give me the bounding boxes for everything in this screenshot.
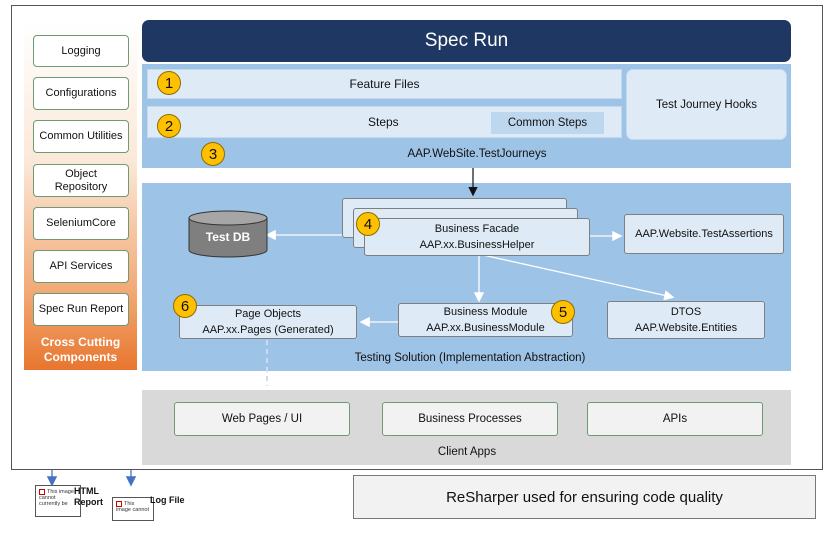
arrow-facade-to-dtos	[482, 254, 675, 301]
sidebar-item-logging: Logging	[33, 35, 129, 67]
test-db-label: Test DB	[205, 230, 251, 244]
web-pages-box: Web Pages / UI	[174, 402, 350, 436]
test-db-cylinder	[188, 210, 268, 258]
business-module-label: Business Module	[443, 306, 528, 318]
apis-box: APIs	[587, 402, 763, 436]
business-facade-box: Business Facade AAP.xx.BusinessHelper	[364, 218, 590, 256]
sidebar-item-api-services: API Services	[33, 250, 129, 283]
common-steps-box: Common Steps	[491, 112, 604, 134]
sidebar-item-common-utilities: Common Utilities	[33, 120, 129, 153]
dtos-box: DTOS AAP.Website.Entities	[607, 301, 765, 339]
page-objects-label: Page Objects	[234, 308, 302, 320]
missing-image-text-1: This image cannot currently be	[39, 489, 74, 507]
business-module-box: Business Module AAP.xx.BusinessModule	[398, 303, 573, 337]
page-objects-box: Page Objects AAP.xx.Pages (Generated)	[179, 305, 357, 339]
resharper-note: ReSharper used for ensuring code quality	[353, 475, 816, 519]
step-number-2: 2	[157, 114, 181, 138]
step-number-4: 4	[356, 212, 380, 236]
sidebar-item-object-repository: Object Repository	[33, 164, 129, 197]
business-processes-box: Business Processes	[382, 402, 558, 436]
steps-label: Steps	[368, 115, 399, 129]
test-journeys-namespace: AAP.WebSite.TestJourneys	[407, 148, 547, 160]
step-number-3: 3	[201, 142, 225, 166]
dtos-label: DTOS	[670, 306, 702, 318]
test-assertions-box: AAP.Website.TestAssertions	[624, 214, 784, 254]
sidebar-item-spec-run-report: Spec Run Report	[33, 293, 129, 326]
log-file-label: Log File	[150, 495, 185, 505]
client-apps-caption: Client Apps	[437, 446, 497, 458]
step-number-1: 1	[157, 71, 181, 95]
business-helper-label: AAP.xx.BusinessHelper	[419, 239, 535, 251]
steps-box: Steps Common Steps	[147, 106, 622, 138]
sidebar-caption: Cross Cutting Components	[40, 335, 121, 364]
test-journey-hooks-box: Test Journey Hooks	[626, 69, 787, 140]
sidebar-item-configurations: Configurations	[33, 77, 129, 110]
test-assertions-label: AAP.Website.TestAssertions	[635, 228, 773, 240]
pages-namespace-label: AAP.xx.Pages (Generated)	[202, 324, 334, 336]
missing-image-text-2: This image cannot	[116, 501, 150, 513]
cross-cutting-sidebar: Logging Configurations Common Utilities …	[24, 22, 137, 370]
entities-label: AAP.Website.Entities	[634, 322, 738, 334]
sidebar-item-seleniumcore: SeleniumCore	[33, 207, 129, 240]
log-file-image: This image cannot	[112, 497, 154, 521]
feature-files-label: Feature Files	[349, 77, 420, 91]
html-report-image: This image cannot currently be	[35, 485, 81, 517]
testing-solution-caption: Testing Solution (Implementation Abstrac…	[354, 352, 586, 364]
html-report-label: HTML Report	[74, 486, 103, 507]
client-apps-section: Web Pages / UI Business Processes APIs C…	[142, 390, 791, 465]
feature-files-box: Feature Files	[147, 69, 622, 99]
page-title: Spec Run	[142, 20, 791, 62]
test-journeys-section: Feature Files Steps Common Steps Test Jo…	[142, 64, 791, 168]
business-facade-label: Business Facade	[434, 223, 520, 235]
step-number-5: 5	[551, 300, 575, 324]
step-number-6: 6	[173, 294, 197, 318]
business-module-namespace: AAP.xx.BusinessModule	[426, 322, 545, 334]
